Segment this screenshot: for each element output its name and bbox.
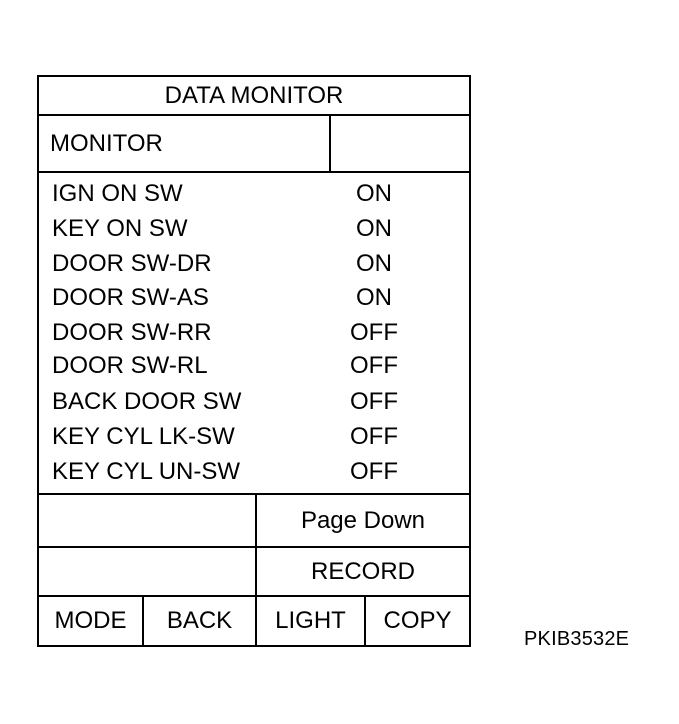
item-value: ON bbox=[356, 214, 392, 242]
item-name: DOOR SW-RL bbox=[52, 352, 208, 379]
empty-soft-key bbox=[39, 495, 255, 546]
monitor-item-row: IGN ON SW ON bbox=[39, 177, 469, 211]
item-value: OFF bbox=[350, 352, 398, 379]
item-name: DOOR SW-DR bbox=[52, 249, 212, 277]
divider bbox=[39, 595, 469, 597]
divider bbox=[39, 114, 469, 116]
monitor-item-row: KEY CYL LK-SW OFF bbox=[39, 420, 469, 454]
item-value: OFF bbox=[350, 387, 398, 415]
monitor-item-row: KEY ON SW ON bbox=[39, 212, 469, 246]
data-monitor-screen: DATA MONITOR MONITOR IGN ON SW ON KEY ON… bbox=[37, 75, 471, 647]
item-name: KEY ON SW bbox=[52, 214, 188, 242]
monitor-item-row: BACK DOOR SW OFF bbox=[39, 385, 469, 419]
item-name: KEY CYL LK-SW bbox=[52, 422, 235, 450]
mode-button[interactable]: MODE bbox=[54, 607, 127, 634]
item-value: OFF bbox=[350, 319, 398, 346]
monitor-value-header bbox=[331, 116, 469, 171]
item-value: ON bbox=[356, 180, 392, 207]
monitor-column-header: MONITOR bbox=[50, 130, 163, 157]
back-button[interactable]: BACK bbox=[166, 607, 233, 634]
divider bbox=[142, 597, 144, 645]
item-name: DOOR SW-RR bbox=[52, 319, 212, 346]
screen-title: DATA MONITOR bbox=[164, 82, 344, 109]
copy-button[interactable]: COPY bbox=[383, 607, 452, 634]
item-name: DOOR SW-AS bbox=[52, 284, 209, 311]
item-name: BACK DOOR SW bbox=[52, 387, 242, 415]
divider bbox=[255, 495, 257, 645]
monitor-item-row: KEY CYL UN-SW OFF bbox=[39, 455, 469, 489]
item-name: IGN ON SW bbox=[52, 180, 183, 207]
item-value: OFF bbox=[350, 457, 398, 485]
divider bbox=[39, 546, 469, 548]
divider bbox=[329, 116, 331, 171]
figure-code: PKIB3532E bbox=[524, 628, 630, 650]
item-value: ON bbox=[356, 284, 392, 311]
empty-soft-key bbox=[39, 548, 255, 595]
monitor-item-row: DOOR SW-RR OFF bbox=[39, 316, 469, 350]
divider bbox=[39, 171, 469, 173]
item-value: ON bbox=[356, 249, 392, 277]
item-name: KEY CYL UN-SW bbox=[52, 457, 241, 485]
monitor-item-row: DOOR SW-DR ON bbox=[39, 247, 469, 281]
record-button[interactable]: RECORD bbox=[310, 558, 415, 585]
divider bbox=[364, 597, 366, 645]
light-button[interactable]: LIGHT bbox=[275, 607, 346, 634]
page-down-button[interactable]: Page Down bbox=[300, 507, 426, 534]
monitor-item-row: DOOR SW-RL OFF bbox=[39, 349, 469, 383]
divider bbox=[39, 493, 469, 495]
item-value: OFF bbox=[350, 422, 398, 450]
monitor-item-row: DOOR SW-AS ON bbox=[39, 281, 469, 315]
